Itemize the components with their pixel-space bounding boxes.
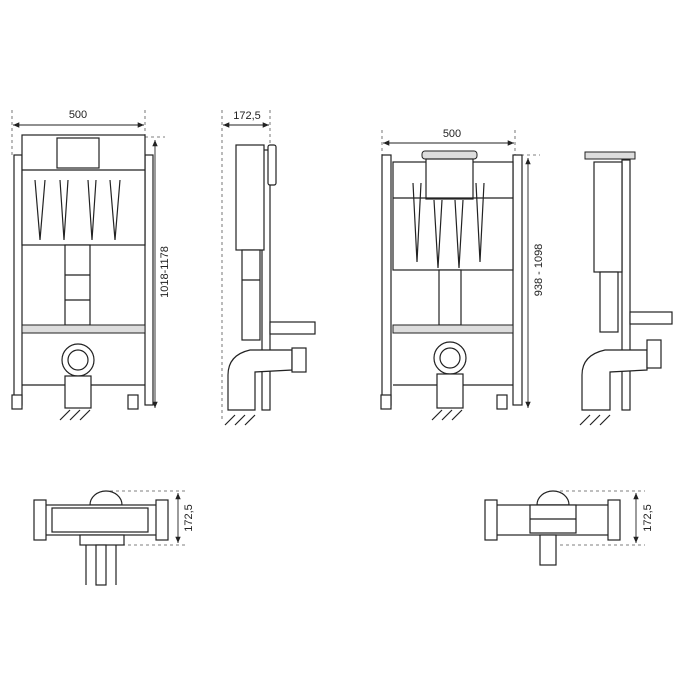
depth-dimension-label: 172,5: [233, 110, 261, 122]
height-dimension-label: 938 - 1098: [533, 244, 545, 297]
front-view-tall: 500 1018-1178: [11, 109, 171, 421]
width-dimension-label: 500: [69, 109, 87, 121]
side-view-right: [579, 151, 673, 426]
side-view-left: 172,5: [221, 110, 316, 426]
front-view-short: 500 938 - 1098: [380, 128, 545, 421]
depth-dimension-label: 172,5: [183, 504, 195, 532]
width-dimension-label: 500: [443, 128, 461, 140]
plan-view-left: 172,5: [33, 490, 195, 586]
depth-dimension-label: 172,5: [642, 504, 654, 532]
height-dimension-label: 1018-1178: [159, 246, 171, 298]
plan-view-right: 172,5: [484, 490, 654, 566]
